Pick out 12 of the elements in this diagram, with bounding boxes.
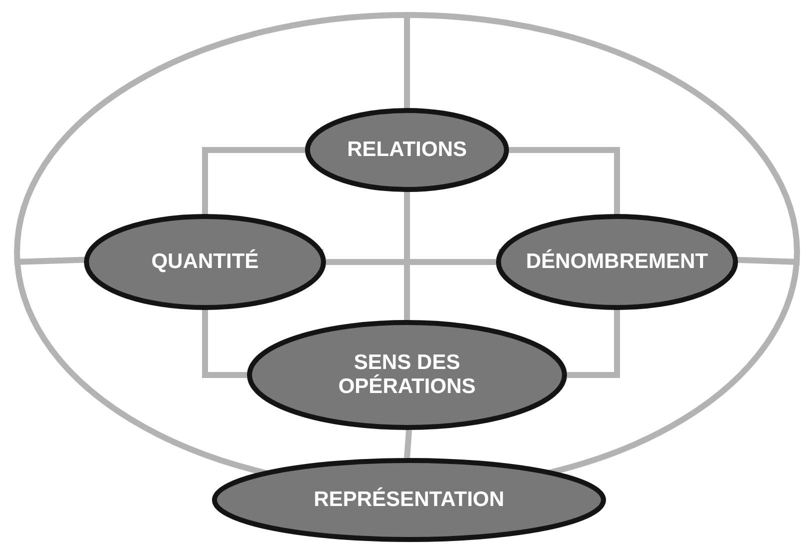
connector-line (326, 259, 496, 265)
node-label: QUANTITÉ (150, 250, 260, 274)
connector-line (202, 147, 305, 214)
connector-line (509, 147, 620, 214)
node-label: DÉNOMBREMENT (525, 250, 709, 274)
node-label: RELATIONS (346, 138, 468, 162)
connector-line (404, 430, 412, 458)
connector-line (567, 310, 620, 378)
connector-line (202, 310, 247, 378)
node-label: SENS DES OPÉRATIONS (337, 350, 477, 400)
node-label: REPRÉSENTATION (312, 488, 506, 512)
connector-line (404, 192, 410, 320)
